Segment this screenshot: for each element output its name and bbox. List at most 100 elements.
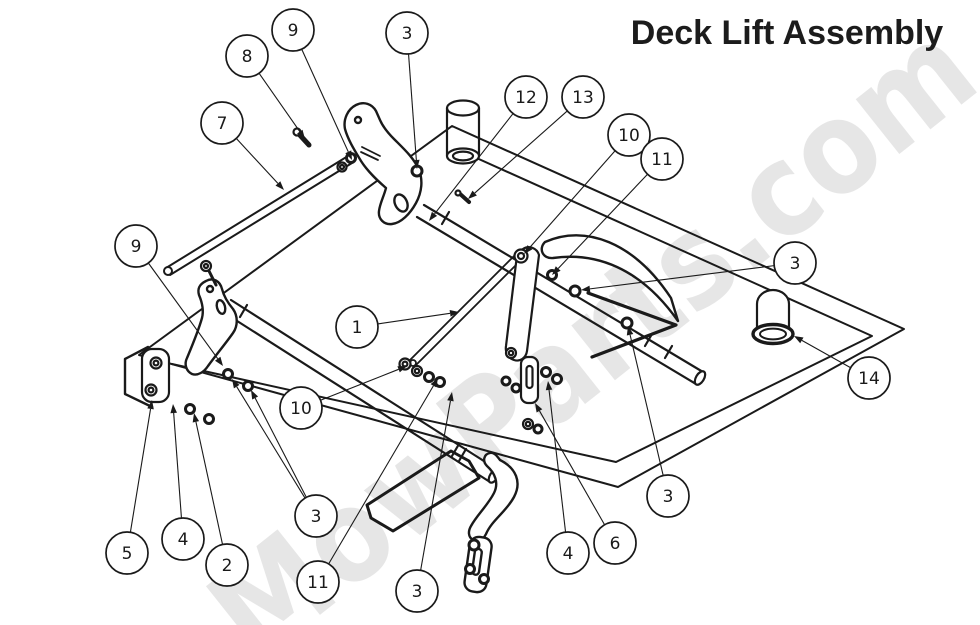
callout-leader-line — [129, 408, 152, 533]
callout-arrowhead — [275, 181, 284, 190]
callout-number: 10 — [618, 126, 640, 146]
callout-arrowhead — [449, 310, 459, 317]
callout-arrowhead — [626, 326, 634, 336]
callout-balloon-3 — [773, 241, 817, 285]
callout-leader-line — [629, 334, 664, 476]
callout-leader-line — [377, 312, 451, 325]
callout-number: 6 — [610, 534, 621, 554]
callout-leader-line — [258, 72, 301, 132]
callout-arrowhead — [397, 366, 407, 373]
part-cylinder-right — [751, 288, 795, 346]
callout-balloon-8 — [225, 34, 269, 78]
callout-arrowhead — [251, 390, 259, 400]
callout-leader-line — [195, 421, 224, 545]
callout-arrowhead — [524, 245, 533, 254]
callout-arrowhead — [192, 413, 200, 423]
callout-balloon-13 — [561, 75, 605, 119]
callout-leader-line — [254, 397, 307, 498]
callout-number: 3 — [412, 582, 423, 602]
callout-balloon-11 — [640, 137, 684, 181]
callout-number: 4 — [178, 530, 189, 550]
callout-balloon-3 — [646, 474, 690, 518]
callout-balloon-5 — [105, 531, 149, 575]
callout-leader-line — [173, 412, 182, 519]
callout-arrowhead — [468, 190, 477, 199]
callout-arrowhead — [170, 404, 177, 414]
assembly-line-art — [123, 99, 905, 594]
part-lift-rod-7 — [163, 155, 353, 276]
callout-balloon-6 — [593, 521, 637, 565]
callout-arrowhead — [297, 129, 305, 139]
callout-arrowhead — [215, 356, 223, 366]
part-lift-shaft-front — [415, 203, 707, 386]
callout-number: 1 — [352, 318, 363, 338]
callout-leader-line — [801, 339, 851, 369]
hardware-fasteners — [184, 152, 634, 585]
callout-number: 9 — [288, 21, 299, 41]
callout-number: 8 — [242, 47, 253, 67]
callout-arrowhead — [429, 211, 438, 221]
callout-leader-line — [529, 150, 616, 248]
callout-balloon-3 — [385, 11, 429, 55]
callout-leader-line — [589, 265, 775, 290]
callout-number: 14 — [858, 369, 880, 389]
part-rear-lift-arm — [540, 234, 680, 359]
callout-number: 7 — [217, 114, 228, 134]
callout-number: 3 — [402, 24, 413, 44]
callout-number: 11 — [307, 573, 329, 593]
callout-balloon-14 — [847, 356, 891, 400]
callout-number: 3 — [663, 487, 674, 507]
callout-leader-line — [236, 386, 306, 499]
part-lift-link — [504, 246, 541, 405]
callout-number: 4 — [563, 544, 574, 564]
callout-arrowhead — [232, 379, 240, 389]
callout-number: 3 — [311, 507, 322, 527]
callout-layer: 8 9 3 7 12 13 10 11 9 3 1 14 10 3 5 4 2 11 3 4 6 3 — [105, 8, 891, 613]
callout-leader-line — [474, 110, 568, 194]
callout-balloon-1 — [335, 305, 379, 349]
callout-number: 9 — [131, 237, 142, 257]
callout-arrowhead — [447, 392, 454, 402]
part-frame-bracket — [140, 347, 171, 404]
part-bellcrank-top — [343, 102, 423, 226]
callout-balloon-10 — [607, 113, 651, 157]
callout-arrowhead — [545, 381, 553, 391]
callout-leader-line — [420, 400, 451, 571]
callout-balloon-4 — [546, 531, 590, 575]
callout-balloon-10 — [279, 386, 323, 430]
callout-arrowhead — [794, 336, 804, 344]
callout-balloon-4 — [161, 517, 205, 561]
page-title: Deck Lift Assembly — [631, 14, 943, 52]
callout-number: 12 — [515, 88, 537, 108]
callout-leader-line — [548, 389, 567, 533]
callout-arrowhead — [147, 400, 154, 410]
callout-leader-line — [557, 173, 648, 269]
callout-leader-line — [538, 410, 606, 526]
callout-balloon-12 — [504, 75, 548, 119]
callout-leader-line — [301, 48, 349, 153]
callout-balloon-3 — [294, 494, 338, 538]
callout-number: 13 — [572, 88, 594, 108]
callout-arrowhead — [345, 150, 352, 160]
callout-balloon-2 — [205, 543, 249, 587]
callout-balloon-7 — [200, 101, 244, 145]
callout-number: 5 — [122, 544, 133, 564]
callout-arrowhead — [552, 266, 561, 275]
callout-balloon-9 — [271, 8, 315, 52]
callout-leader-line — [328, 385, 434, 565]
part-bellcrank-left — [184, 278, 238, 376]
callout-arrowhead — [430, 378, 438, 388]
callout-arrowhead — [535, 403, 543, 413]
callout-leader-line — [147, 262, 219, 360]
callout-leader-line — [434, 113, 514, 215]
callout-number: 2 — [222, 556, 233, 576]
callout-number: 11 — [651, 150, 673, 170]
callout-leader-line — [407, 53, 417, 161]
callout-number: 10 — [290, 399, 312, 419]
callout-balloon-9 — [114, 224, 158, 268]
part-cylinder-left — [445, 99, 481, 165]
callout-number: 3 — [790, 254, 801, 274]
callout-balloon-3 — [395, 569, 439, 613]
